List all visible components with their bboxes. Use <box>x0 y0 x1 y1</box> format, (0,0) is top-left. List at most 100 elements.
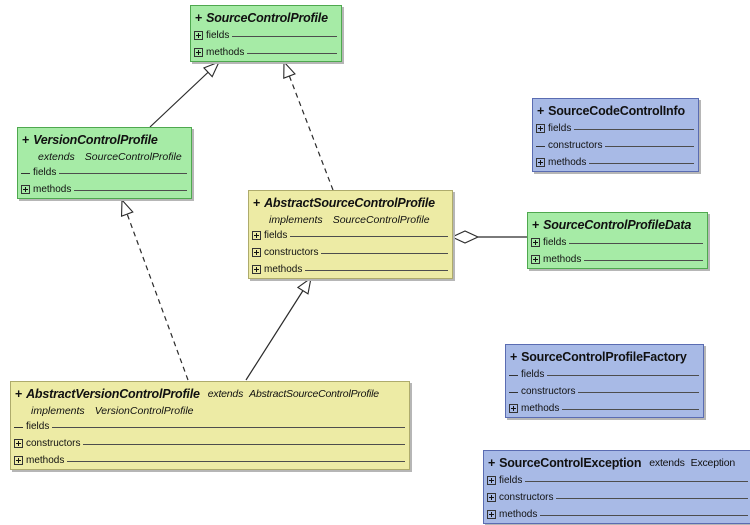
expand-plus-icon[interactable] <box>487 476 496 485</box>
member-label: constructors <box>264 247 319 258</box>
member-label: methods <box>264 264 303 275</box>
class-box-sourcecontrolprofile[interactable]: +SourceControlProfile fields methods <box>190 5 342 62</box>
visibility-symbol: + <box>537 103 545 118</box>
class-box-sourcecodecontrolinfo[interactable]: +SourceCodeControlInfo fields constructo… <box>532 98 699 172</box>
member-label: fields <box>33 167 57 178</box>
expand-plus-icon[interactable] <box>21 185 30 194</box>
member-label: methods <box>548 157 587 168</box>
member-label: methods <box>26 455 65 466</box>
visibility-symbol: + <box>15 386 23 401</box>
member-label: constructors <box>499 492 554 503</box>
compartment-rule <box>290 235 448 237</box>
realization-arrow-abstractversioncontrolprofile-to-versioncontrolprofile <box>120 198 189 381</box>
class-box-abstractsourcecontrolprofile[interactable]: +AbstractSourceControlProfile implements… <box>248 190 453 279</box>
compartment-rule <box>305 269 448 271</box>
compartment-rule <box>562 408 699 410</box>
expand-plus-icon[interactable] <box>536 158 545 167</box>
expand-plus-icon[interactable] <box>252 231 261 240</box>
extends-keyword: extends <box>649 456 685 469</box>
no-expand-dash-icon <box>509 374 518 376</box>
compartment-rule <box>321 252 448 254</box>
class-name: AbstractVersionControlProfile <box>26 386 200 401</box>
member-label: methods <box>543 254 582 265</box>
member-label: fields <box>26 421 50 432</box>
compartment-rule <box>556 497 748 499</box>
class-name: SourceControlProfileData <box>543 217 692 232</box>
member-row-methods: methods <box>528 251 707 268</box>
member-row-fields: fields <box>11 418 409 435</box>
class-title: +SourceControlProfile <box>191 6 341 27</box>
compartment-rule <box>574 128 694 130</box>
class-box-sourcecontrolprofiledata[interactable]: +SourceControlProfileData fields methods <box>527 212 708 269</box>
expand-plus-icon[interactable] <box>531 238 540 247</box>
class-title: +VersionControlProfile <box>18 128 191 149</box>
extends-type: Exception <box>690 456 736 469</box>
extends-type: SourceControlProfile <box>84 150 182 163</box>
member-row-fields: fields <box>533 120 698 137</box>
class-box-abstractversioncontrolprofile[interactable]: +AbstractVersionControlProfile extends Ab… <box>10 381 410 470</box>
class-name: VersionControlProfile <box>33 132 158 147</box>
extends-clause: extends SourceControlProfile <box>18 149 191 164</box>
expand-plus-icon[interactable] <box>487 510 496 519</box>
member-row-methods: methods <box>506 400 703 417</box>
expand-plus-icon[interactable] <box>14 456 23 465</box>
compartment-rule <box>525 480 748 482</box>
member-label: constructors <box>521 386 576 397</box>
expand-plus-icon[interactable] <box>531 255 540 264</box>
expand-plus-icon[interactable] <box>14 439 23 448</box>
class-title: +AbstractVersionControlProfile extends Ab… <box>11 382 409 403</box>
member-row-constructors: constructors <box>484 489 750 506</box>
expand-plus-icon[interactable] <box>252 248 261 257</box>
member-row-fields: fields <box>249 227 452 244</box>
member-row-constructors: constructors <box>506 383 703 400</box>
member-label: methods <box>521 403 560 414</box>
no-expand-dash-icon <box>21 172 30 174</box>
class-title: +SourceControlProfileFactory <box>506 345 703 366</box>
expand-plus-icon[interactable] <box>536 124 545 133</box>
generalization-arrow-abstractversioncontrolprofile-to-abstractsourcecontrolprofile <box>245 276 312 381</box>
class-box-versioncontrolprofile[interactable]: +VersionControlProfile extends SourceCont… <box>17 127 192 199</box>
member-row-methods: methods <box>484 506 750 523</box>
class-name: SourceCodeControlInfo <box>548 103 685 118</box>
member-label: methods <box>206 47 245 58</box>
compartment-rule <box>605 145 694 147</box>
extends-keyword: extends <box>38 150 75 163</box>
compartment-rule <box>83 443 405 445</box>
compartment-rule <box>67 460 405 462</box>
compartment-rule <box>569 242 703 244</box>
member-label: fields <box>543 237 567 248</box>
expand-plus-icon[interactable] <box>194 31 203 40</box>
compartment-rule <box>59 172 187 174</box>
class-name: SourceControlProfileFactory <box>521 349 687 364</box>
extends-type: AbstractSourceControlProfile <box>249 387 379 400</box>
compartment-rule <box>547 374 699 376</box>
member-row-methods: methods <box>533 154 698 171</box>
member-row-methods: methods <box>11 452 409 469</box>
implements-keyword: implements <box>31 404 85 417</box>
member-label: fields <box>206 30 230 41</box>
implements-type: SourceControlProfile <box>332 213 430 226</box>
class-name: SourceControlException <box>499 455 642 470</box>
extends-clause: extends Exception <box>649 457 735 469</box>
generalization-arrow-versioncontrolprofile-to-sourcecontrolprofile <box>149 60 221 128</box>
no-expand-dash-icon <box>536 145 545 147</box>
class-name: AbstractSourceControlProfile <box>264 195 435 210</box>
compartment-rule <box>584 259 703 261</box>
expand-plus-icon[interactable] <box>509 404 518 413</box>
expand-plus-icon[interactable] <box>487 493 496 502</box>
visibility-symbol: + <box>253 195 261 210</box>
compartment-rule <box>540 514 748 516</box>
expand-plus-icon[interactable] <box>194 48 203 57</box>
member-row-constructors: constructors <box>11 435 409 452</box>
extends-keyword: extends <box>207 387 244 400</box>
member-row-fields: fields <box>191 27 341 44</box>
member-label: fields <box>521 369 545 380</box>
class-box-sourcecontrolprofilefactory[interactable]: +SourceControlProfileFactory fields cons… <box>505 344 704 418</box>
expand-plus-icon[interactable] <box>252 265 261 274</box>
member-label: constructors <box>548 140 603 151</box>
no-expand-dash-icon <box>14 426 23 428</box>
member-label: fields <box>548 123 572 134</box>
